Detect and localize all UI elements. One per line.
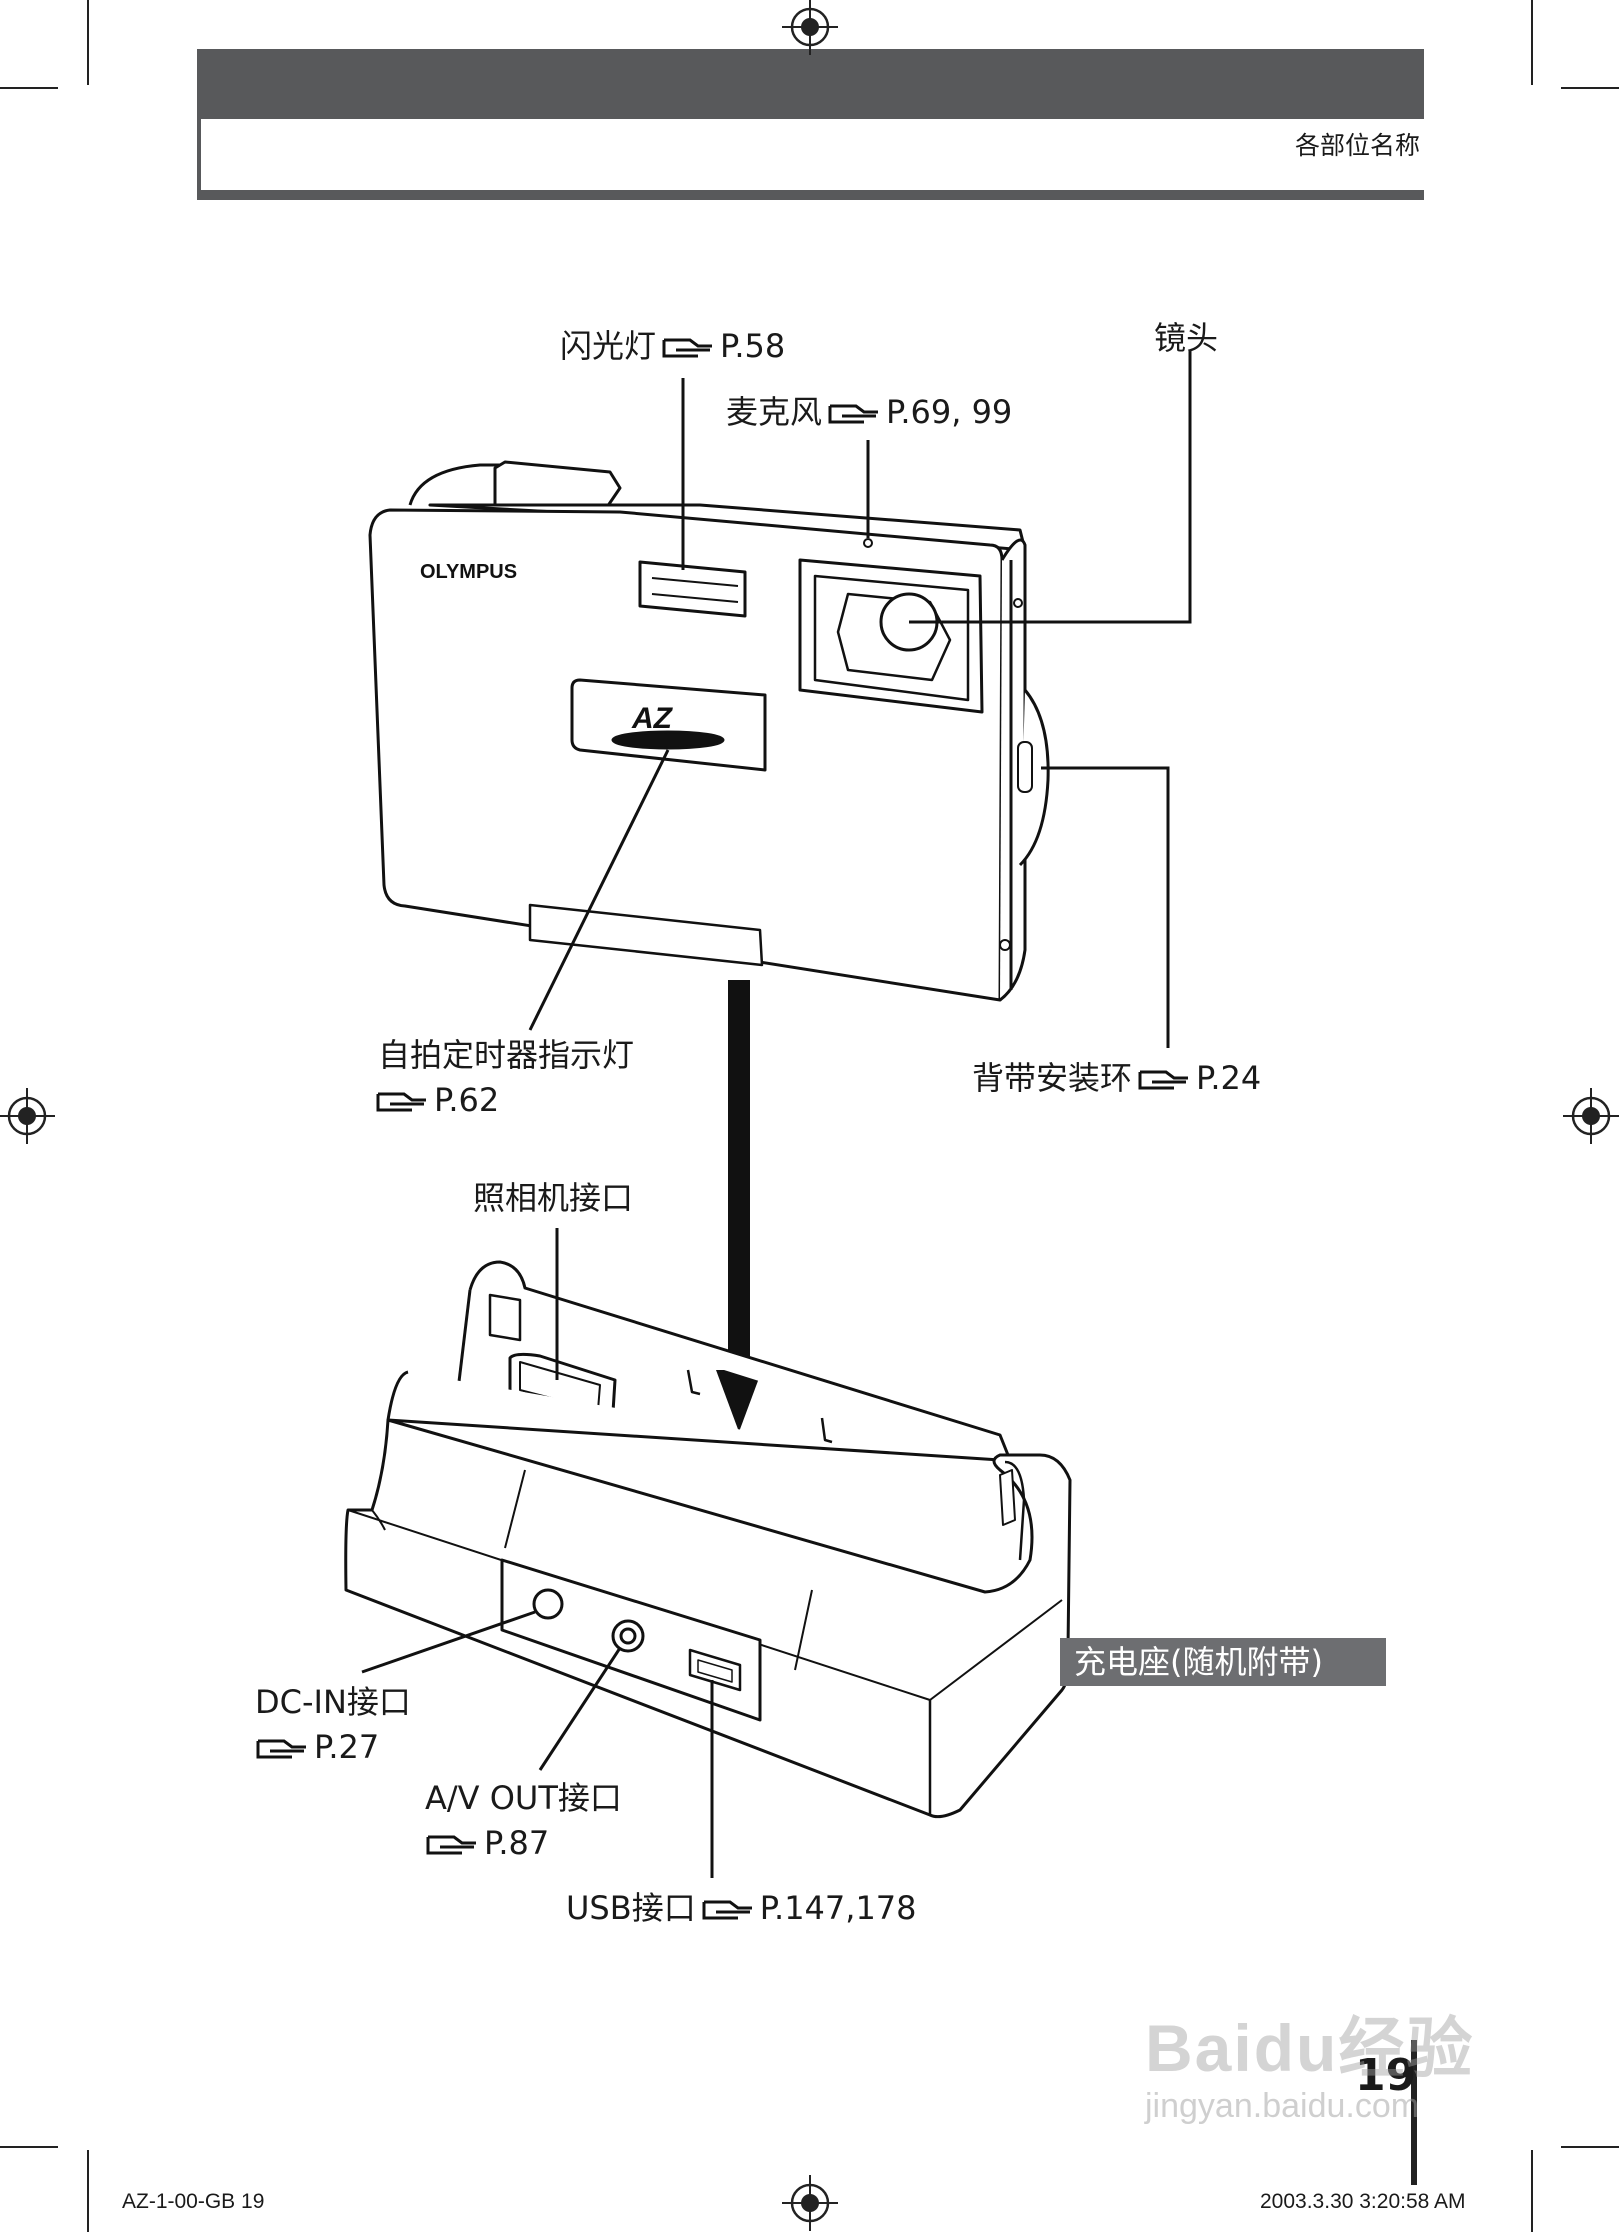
lens-label: 镜头: [1154, 319, 1219, 357]
footer-left: AZ-1-00-GB 19: [122, 2190, 265, 2213]
page-reference-icon: [662, 338, 713, 358]
watermark-url: jingyan.baidu.com: [1145, 2087, 1420, 2125]
dock-illustration: [344, 1260, 1072, 1819]
leader-av-out: [538, 1647, 622, 1771]
page-number: 19: [1355, 2050, 1417, 2101]
page-reference-icon: [426, 1835, 476, 1855]
camera-connector-label: 照相机接口: [473, 1179, 634, 1217]
dc-in-label: DC-IN接口: [255, 1683, 411, 1721]
crop-mark: [0, 87, 58, 89]
footer-right: 2003.3.30 3:20:58 AM: [1260, 2190, 1466, 2213]
registration-mark-icon: [0, 1086, 57, 1146]
section-title: 各部位名称: [1294, 131, 1420, 160]
camera-logo: OLYMPUS: [420, 561, 517, 583]
model-badge: AZ: [631, 702, 674, 735]
header-left-rule: [197, 119, 201, 194]
self-timer-page: P.62: [370, 1080, 499, 1120]
watermark: Baidu经验 jingyan.baidu.com: [1145, 1995, 1525, 2145]
av-out-page: P.87: [420, 1823, 549, 1863]
header-bottom-rule: [197, 190, 1424, 200]
leader-self-timer: [528, 749, 670, 1031]
crop-mark: [0, 2146, 58, 2148]
crop-mark: [1531, 0, 1533, 85]
leader-strap: [1041, 766, 1170, 1048]
page-reference-icon: [828, 404, 879, 424]
crop-mark: [87, 2150, 89, 2232]
crop-mark: [87, 0, 89, 85]
leader-lens: [909, 350, 1192, 624]
page-reference-icon: [256, 1739, 306, 1759]
registration-mark-icon: [1561, 1086, 1619, 1146]
registration-mark-icon: [780, 2173, 840, 2232]
page-reference-icon: [1138, 1070, 1189, 1090]
camera-illustration: [368, 460, 1050, 1002]
dock-caption: 充电座(随机附带): [1060, 1638, 1386, 1686]
page-reference-icon: [702, 1900, 752, 1920]
page-edge-rule: [1411, 2040, 1417, 2185]
registration-mark-icon: [780, 0, 840, 57]
crop-mark: [1561, 2146, 1619, 2148]
insert-arrow: [716, 980, 762, 1432]
header-bar: [197, 49, 1424, 119]
av-out-label: A/V OUT接口: [425, 1779, 622, 1817]
crop-mark: [1561, 87, 1619, 89]
self-timer-label: 自拍定时器指示灯: [378, 1036, 635, 1074]
leader-dc-in: [361, 1610, 536, 1674]
crop-mark: [1531, 2150, 1533, 2232]
dc-in-page: P.27: [250, 1727, 379, 1767]
watermark-logo: Baidu经验: [1145, 2011, 1475, 2085]
page-reference-icon: [376, 1092, 426, 1112]
